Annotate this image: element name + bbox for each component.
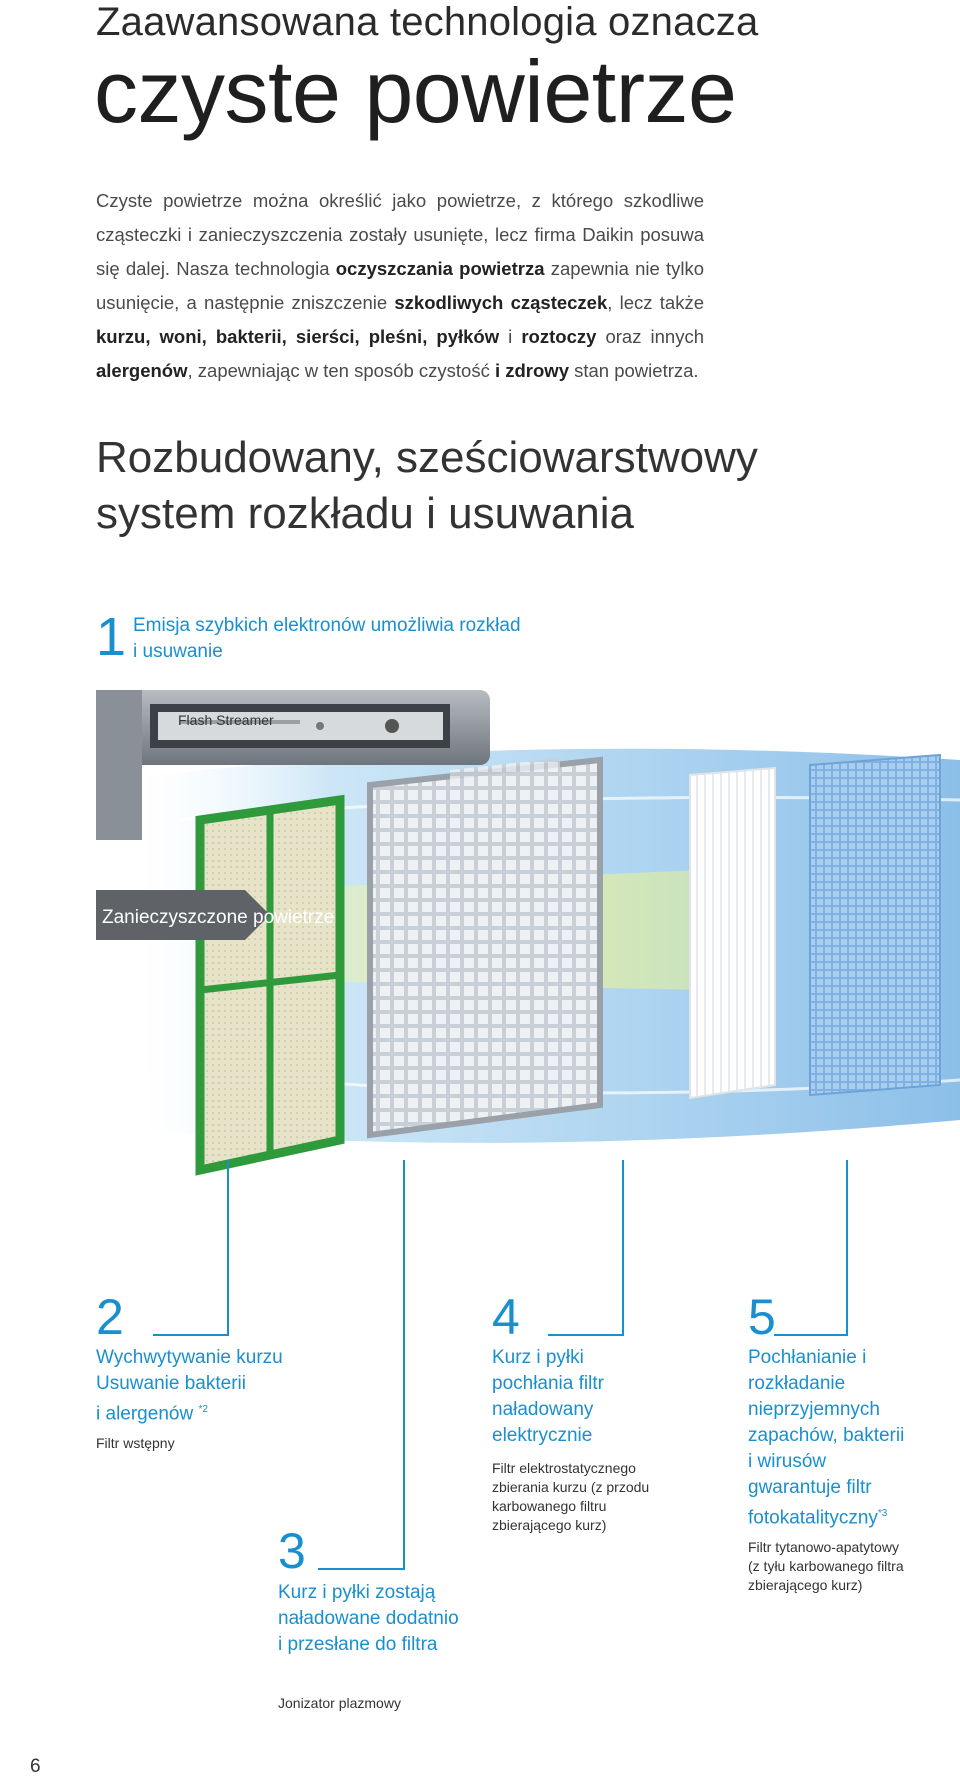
- step-2-text: Wychwytywanie kurzu Usuwanie bakterii i …: [96, 1347, 283, 1425]
- page-title: czyste powietrze: [94, 42, 737, 141]
- page-subtitle: Zaawansowana technologia oznacza: [96, 0, 759, 44]
- step-2-number: 2: [96, 1289, 124, 1345]
- step-5-text: Pochłanianie i rozkładanie nieprzyjemnyc…: [748, 1347, 905, 1529]
- step-4-text: Kurz i pyłki pochłania filtr naładowany …: [492, 1347, 604, 1446]
- step-5-caption: Filtr tytanowo-apatytowy (z tyłu karbowa…: [748, 1539, 904, 1593]
- polluted-air-arrow-label: Zanieczyszczone powietrze: [102, 907, 334, 928]
- air-purifier-filter-illustration: Zanieczyszczone powietrze: [96, 690, 960, 1176]
- flash-streamer-label: Flash Streamer: [178, 712, 274, 728]
- step-2-caption: Filtr wstępny: [96, 1435, 175, 1451]
- step-3-caption: Jonizator plazmowy: [278, 1695, 401, 1711]
- step-3-text: Kurz i pyłki zostają naładowane dodatnio…: [278, 1582, 459, 1655]
- step-3-number: 3: [278, 1523, 306, 1579]
- step-1-text: Emisja szybkich elektronów umożliwia roz…: [133, 615, 521, 662]
- section-title: Rozbudowany, sześciowarstwowy system roz…: [96, 433, 758, 538]
- step-1-number: 1: [96, 607, 127, 667]
- step-4-caption: Filtr elektrostatycznego zbierania kurzu…: [492, 1460, 650, 1533]
- intro-paragraph: Czyste powietrze można określić jako pow…: [96, 190, 705, 381]
- step-4-number: 4: [492, 1289, 520, 1345]
- step-5-number: 5: [748, 1289, 776, 1345]
- page-number: 6: [30, 1756, 41, 1777]
